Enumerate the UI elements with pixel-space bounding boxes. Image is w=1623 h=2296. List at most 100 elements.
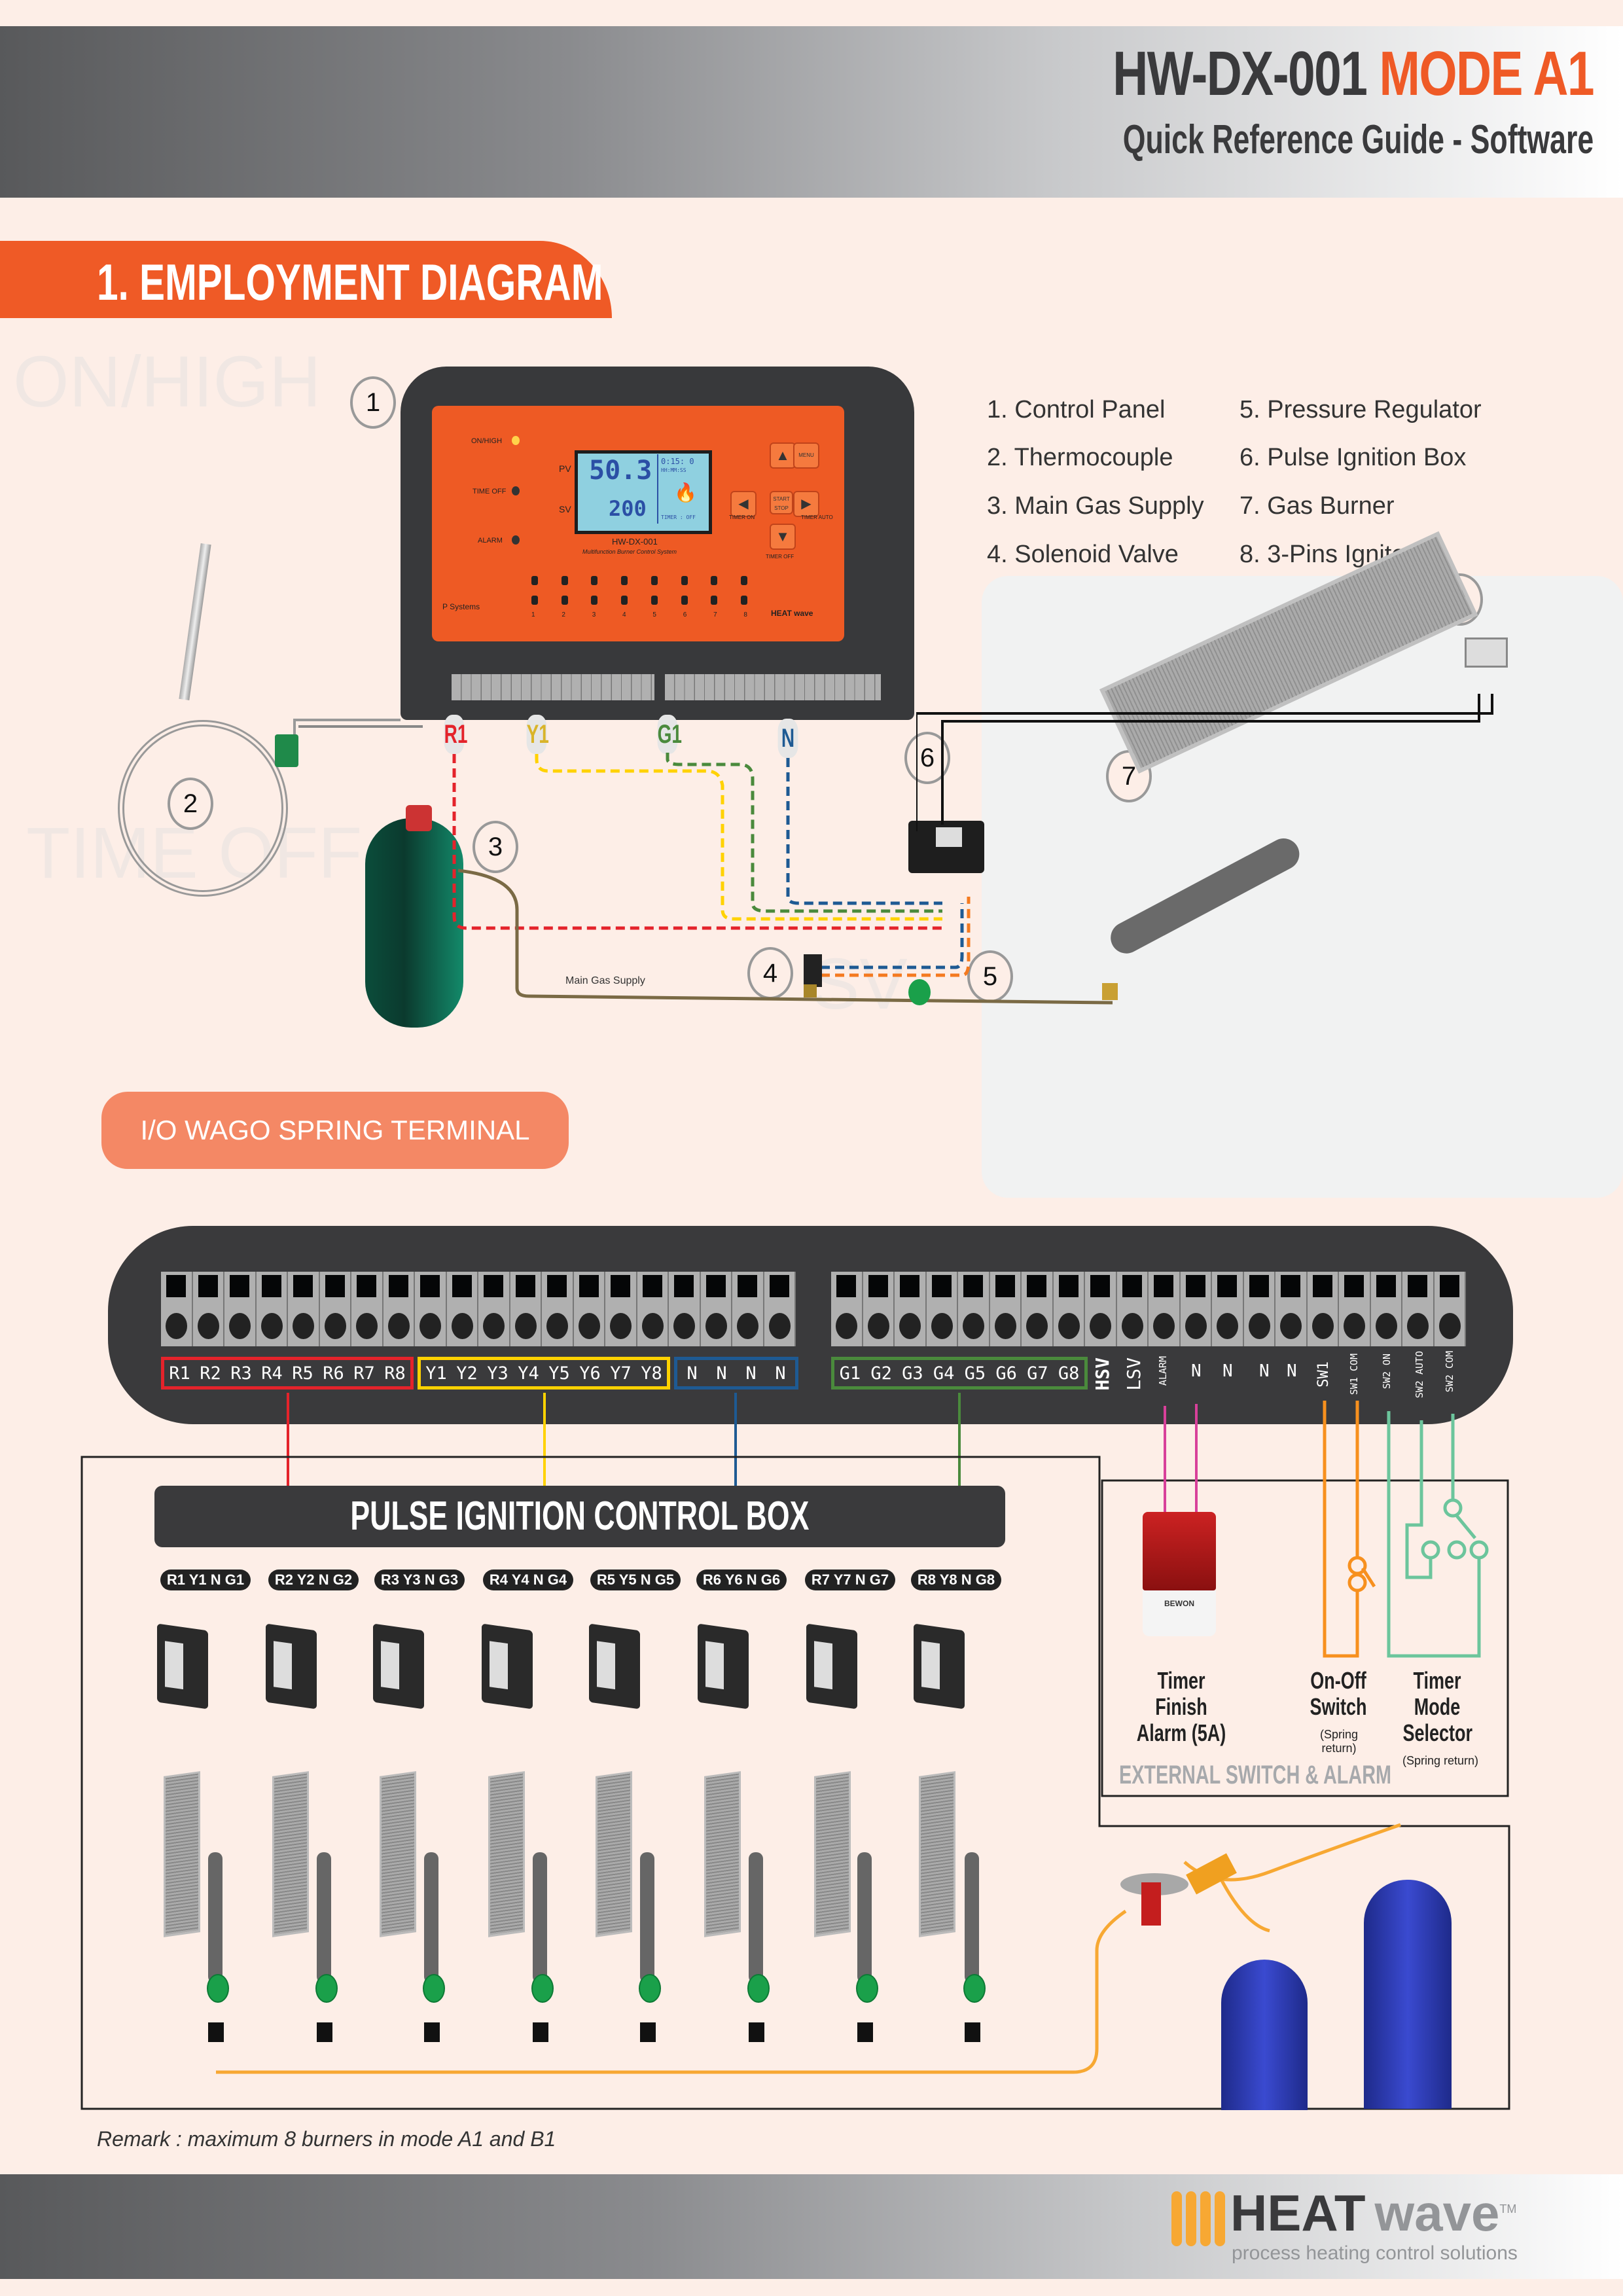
external-section-title: EXTERNAL SWITCH & ALARM [1119, 1761, 1391, 1789]
burner-3 [380, 1771, 416, 1937]
ignition-box-1 [157, 1623, 208, 1710]
solenoid-7 [857, 2022, 873, 2042]
led-alarm [512, 535, 520, 545]
alarm-beacon [1143, 1512, 1216, 1590]
ignition-box-2 [266, 1623, 317, 1710]
solenoid-5 [640, 2022, 656, 2042]
regulator-4 [531, 1974, 554, 2003]
section-banner [0, 241, 612, 318]
channel-leds-bottom [531, 596, 747, 605]
thermocouple-cable [118, 720, 288, 897]
burner-pipe-8 [965, 1852, 979, 1983]
wire-label-g1: G1 [657, 715, 682, 754]
regulator-5 [639, 1974, 661, 2003]
watermark-text: SV [812, 944, 908, 1024]
burner-pipe-7 [857, 1852, 872, 1983]
section-title: 1. EMPLOYMENT DIAGRAM [97, 253, 603, 311]
burner-pipe-1 [208, 1852, 223, 1983]
timer-format: HH:MM:SS [661, 467, 687, 473]
regulator-1 [207, 1974, 229, 2003]
legend-item: 7. Gas Burner [1240, 492, 1395, 520]
timer-auto-label: TIMER AUTO [801, 514, 833, 520]
regulator-8 [963, 1974, 986, 2003]
menu-button[interactable]: MENU [793, 442, 819, 469]
callout-4: 4 [747, 947, 793, 999]
callout-3: 3 [473, 821, 518, 873]
left-button[interactable]: ◀ [730, 491, 757, 517]
channel-leds-top [531, 576, 747, 585]
thermocouple-connector [275, 734, 298, 767]
panel-terminal-left [452, 674, 654, 700]
terminal-label-n: N [1287, 1361, 1297, 1381]
channel-label: R6 Y6 N G6 [696, 1570, 787, 1590]
legend-item: 1. Control Panel [987, 396, 1166, 423]
burner-pipe-2 [317, 1852, 331, 1983]
burner-pipe-3 [424, 1852, 438, 1983]
panel-description: Multifunction Burner Control System [582, 548, 677, 555]
channel-label: R5 Y5 N G5 [590, 1570, 681, 1590]
start-stop-button[interactable]: START STOP [770, 491, 793, 514]
right-button[interactable]: ▶ [793, 491, 819, 517]
legend-item: 4. Solenoid Valve [987, 541, 1179, 568]
wago-block-right [831, 1272, 1486, 1346]
thermocouple-wire [298, 725, 423, 728]
terminal-label-n: N [1259, 1361, 1270, 1381]
ignition-box-6 [698, 1623, 749, 1710]
watermark-text: ON/HIGH [13, 342, 321, 422]
wiring-diagram [293, 719, 1113, 1005]
solenoid-valve [804, 954, 822, 987]
channel-label: R2 Y2 N G2 [268, 1570, 359, 1590]
timer-off-label: TIMER OFF [766, 554, 794, 560]
down-button[interactable]: ▼ [770, 524, 796, 550]
timer-mode-selector-label: Timer Mode Selector [1402, 1667, 1473, 1746]
solenoid-3 [424, 2022, 440, 2042]
wire-label-r1: R1 [444, 715, 467, 754]
heatwave-logo-wave [1200, 2191, 1211, 2246]
legend-item: 3. Main Gas Supply [987, 492, 1204, 520]
gas-regulator [1141, 1882, 1161, 1926]
flame-icon: 🔥 [674, 482, 697, 503]
channel-label: R4 Y4 N G4 [483, 1570, 573, 1590]
gas-cylinder [365, 818, 463, 1028]
channel-label: R1 Y1 N G1 [160, 1570, 251, 1590]
document-subtitle: Quick Reference Guide - Software [1122, 117, 1594, 162]
solenoid-8 [965, 2022, 980, 2042]
legend-item: 2. Thermocouple [987, 444, 1173, 471]
channel-label: R3 Y3 N G3 [374, 1570, 465, 1590]
alarm-label: Timer Finish Alarm (5A) [1136, 1667, 1226, 1746]
gas-cylinder-small [1221, 1960, 1308, 2110]
ignition-box-7 [806, 1623, 857, 1710]
ignition-box-4 [482, 1623, 533, 1710]
heatwave-logo-wave [1215, 2191, 1225, 2246]
timer-status: TIMER : OFF [661, 514, 696, 520]
timer-mode-selector-note: (Spring return) [1402, 1754, 1479, 1767]
cylinder-valve [406, 805, 432, 831]
regulator-2 [315, 1974, 338, 2003]
burner-pipe-6 [749, 1852, 763, 1983]
on-off-switch-label: On-Off Switch [1310, 1667, 1367, 1720]
heatwave-logo-wave [1186, 2191, 1196, 2246]
timer-value: 0:15: 0 [661, 457, 694, 466]
burner-8 [919, 1771, 955, 1937]
channel-label: R7 Y7 N G7 [805, 1570, 895, 1590]
indicator-alarm: ALARM [478, 537, 503, 545]
led-time-off [512, 486, 520, 495]
solenoid-4 [533, 2022, 548, 2042]
burner-5 [596, 1771, 632, 1937]
solenoid-body [804, 984, 817, 997]
io-terminal-heading: I/O WAGO SPRING TERMINAL [101, 1092, 569, 1169]
solenoid-1 [208, 2022, 224, 2042]
callout-2: 2 [168, 778, 213, 830]
terminal-label-n: N [1222, 1361, 1233, 1381]
solenoid-2 [317, 2022, 332, 2042]
gas-cylinder-large [1364, 1880, 1452, 2109]
heatwave-tagline: process heating control solutions [1232, 2242, 1518, 2264]
pulse-box-label [936, 827, 962, 847]
terminal-label-n: N [1191, 1361, 1202, 1381]
alarm-brand: BEWON [1143, 1590, 1216, 1636]
